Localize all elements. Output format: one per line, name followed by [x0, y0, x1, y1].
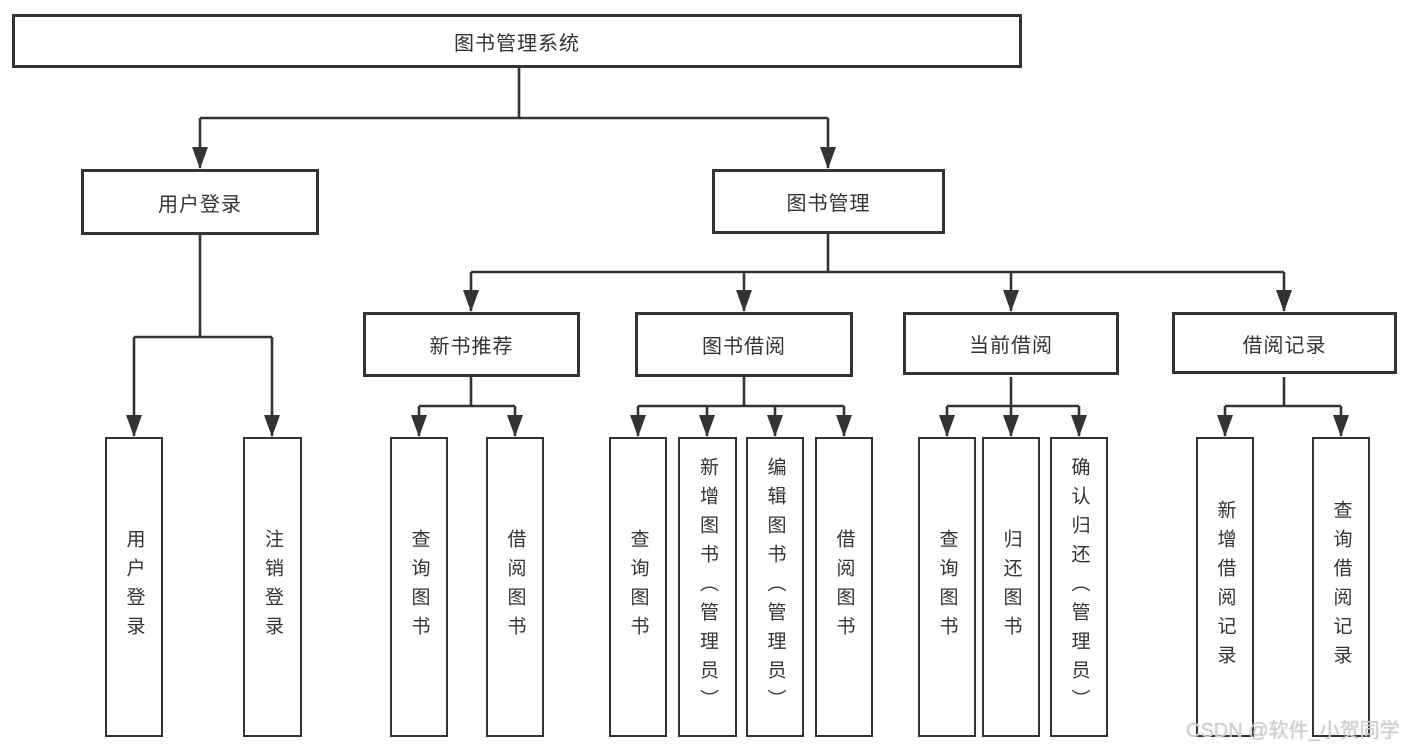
node-new-book-recommend-label: 新书推荐	[429, 336, 514, 358]
leaf-current-return-book: 归还图书	[982, 437, 1040, 737]
leaf-newrec-borrow-book-label: 借阅图书	[504, 529, 526, 645]
leaf-newrec-query-book-label: 查询图书	[408, 529, 430, 645]
leaf-current-confirm-return-admin-label: 确认归还（管理员）	[1068, 456, 1090, 718]
leaf-borrow-query-book: 查询图书	[609, 437, 667, 737]
leaf-borrow-query-book-label: 查询图书	[627, 529, 649, 645]
node-book-management: 图书管理	[712, 169, 945, 234]
node-borrow-record-label: 借阅记录	[1242, 334, 1327, 357]
leaf-user-login: 用户登录	[105, 437, 163, 737]
leaf-newrec-query-book: 查询图书	[390, 437, 448, 737]
leaf-borrow-edit-book-admin-label: 编辑图书（管理员）	[764, 456, 786, 718]
leaf-current-confirm-return-admin: 确认归还（管理员）	[1050, 437, 1108, 737]
leaf-borrow-edit-book-admin: 编辑图书（管理员）	[746, 437, 804, 737]
leaf-current-return-book-label: 归还图书	[1000, 529, 1022, 645]
node-new-book-recommend: 新书推荐	[363, 312, 580, 377]
leaf-current-query-book: 查询图书	[918, 437, 976, 737]
node-current-borrow-label: 当前借阅	[969, 335, 1053, 357]
leaf-record-add-record-label: 新增借阅记录	[1214, 500, 1236, 674]
csdn-watermark: CSDN @软件_小贺同学	[1186, 720, 1400, 742]
leaf-record-add-record: 新增借阅记录	[1196, 437, 1254, 737]
leaf-record-query-record: 查询借阅记录	[1312, 437, 1370, 737]
leaf-borrow-add-book-admin: 新增图书（管理员）	[678, 437, 737, 737]
leaf-user-login-label: 用户登录	[123, 529, 145, 645]
node-borrow-record: 借阅记录	[1172, 312, 1397, 374]
leaf-current-query-book-label: 查询图书	[936, 529, 958, 645]
node-root-label: 图书管理系统	[454, 32, 580, 55]
node-user-login: 用户登录	[81, 169, 319, 235]
node-root-system: 图书管理系统	[12, 14, 1022, 68]
leaf-borrow-borrow-book-label: 借阅图书	[833, 529, 855, 645]
leaf-logout-label: 注销登录	[262, 529, 283, 645]
leaf-borrow-borrow-book: 借阅图书	[815, 437, 873, 737]
node-book-borrow-label: 图书借阅	[702, 336, 786, 358]
node-user-login-label: 用户登录	[158, 193, 242, 216]
leaf-record-query-record-label: 查询借阅记录	[1330, 500, 1352, 674]
leaf-borrow-add-book-admin-label: 新增图书（管理员）	[697, 456, 718, 718]
node-book-borrow: 图书借阅	[635, 312, 853, 377]
node-current-borrow: 当前借阅	[903, 312, 1119, 375]
leaf-newrec-borrow-book: 借阅图书	[486, 437, 544, 737]
node-book-management-label: 图书管理	[786, 193, 871, 215]
leaf-logout: 注销登录	[243, 437, 302, 737]
